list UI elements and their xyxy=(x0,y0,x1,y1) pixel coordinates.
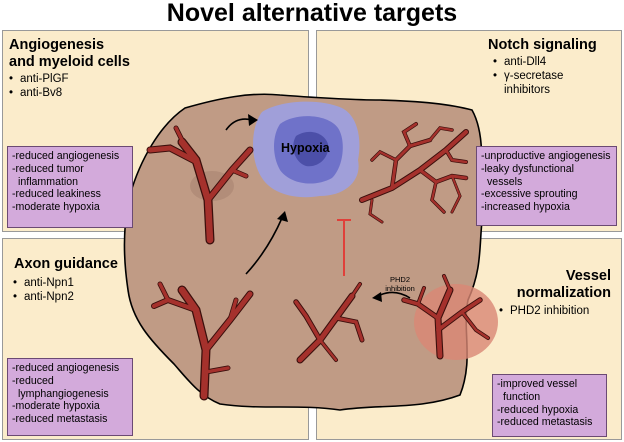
effect-item: improved vessel function xyxy=(497,378,602,404)
notch-targets: anti-Dll4 γ-secretase inhibitors xyxy=(492,55,602,97)
normalization-area xyxy=(414,284,498,360)
axon-guidance-title: Axon guidance xyxy=(14,256,118,272)
vessel-normalization-effects: improved vessel function reduced hypoxia… xyxy=(492,374,607,437)
effect-item: reduced leakiness xyxy=(12,188,128,201)
effect-item: reduced hypoxia xyxy=(497,404,602,417)
angiogenesis-title: Angiogenesis and myeloid cells xyxy=(9,37,130,70)
target-item: anti-PlGF xyxy=(8,72,69,86)
notch-title: Notch signaling xyxy=(488,37,597,53)
target-item: anti-Npn1 xyxy=(12,276,74,290)
effect-item: unproductive angiogenesis xyxy=(481,150,612,163)
effect-item: moderate hypoxia xyxy=(12,400,128,413)
target-item: anti-Npn2 xyxy=(12,290,74,304)
effect-item: excessive sprouting xyxy=(481,188,612,201)
effect-item: reduced lymphangiogenesis xyxy=(12,375,128,401)
axon-guidance-targets: anti-Npn1 anti-Npn2 xyxy=(12,276,74,304)
figure-title: Novel alternative targets xyxy=(166,0,458,27)
vessel-normalization-title: Vessel normalization xyxy=(516,268,611,301)
target-item: anti-Dll4 xyxy=(492,55,602,69)
target-item: anti-Bv8 xyxy=(8,86,69,100)
effect-item: leaky dysfunctional vessels xyxy=(481,163,612,189)
effect-item: reduced metastasis xyxy=(497,416,602,429)
effect-item: reduced angiogenesis xyxy=(12,362,128,375)
effect-item: reduced metastasis xyxy=(12,413,128,426)
effect-item: reduced angiogenesis xyxy=(12,150,128,163)
effect-item: increased hypoxia xyxy=(481,201,612,214)
angiogenesis-targets: anti-PlGF anti-Bv8 xyxy=(8,72,69,100)
axon-guidance-effects: reduced angiogenesis reduced lymphangiog… xyxy=(7,358,133,436)
notch-effects: unproductive angiogenesis leaky dysfunct… xyxy=(476,146,617,226)
target-item: γ-secretase inhibitors xyxy=(492,69,602,97)
hypoxia-center xyxy=(293,131,329,167)
hypoxia-label: Hypoxia xyxy=(281,141,330,155)
inhibition-symbol xyxy=(337,219,351,276)
target-item: PHD2 inhibition xyxy=(498,304,589,318)
angiogenesis-effects: reduced angiogenesis reduced tumor infla… xyxy=(7,146,133,228)
effect-item: reduced tumor inflammation xyxy=(12,163,128,189)
effect-item: moderate hypoxia xyxy=(12,201,128,214)
phd2-inhibition-label: PHD2 inhibition xyxy=(385,275,415,293)
vessel-normalization-targets: PHD2 inhibition xyxy=(498,304,589,318)
